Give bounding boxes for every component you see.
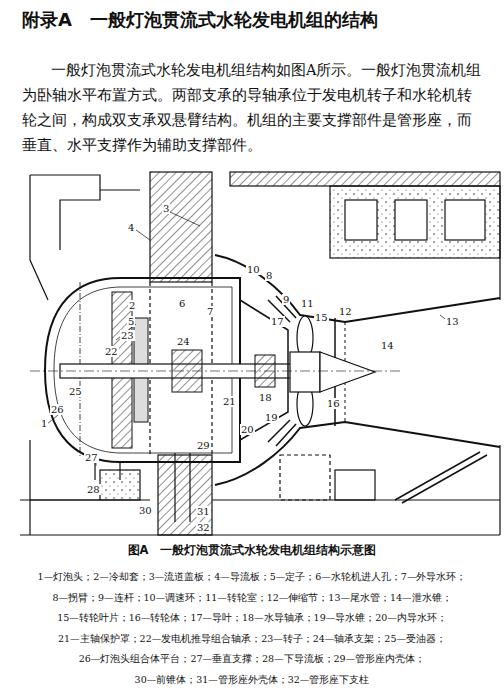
callout-number: 29 xyxy=(196,440,211,451)
leader-lines xyxy=(47,212,452,466)
callout-number: 15 xyxy=(314,312,329,323)
drawing-stroke xyxy=(335,470,375,500)
drawing-stroke xyxy=(170,212,200,226)
drawing-stroke xyxy=(499,186,500,535)
drawing-stroke xyxy=(215,422,500,485)
drawing-stroke xyxy=(47,415,58,424)
drawing-stroke xyxy=(150,172,212,282)
drawing-stroke xyxy=(330,186,500,258)
figure-caption: 图A 一般灯泡贯流式水轮发电机组结构示意图 xyxy=(0,543,504,558)
callout-number: 7 xyxy=(206,306,214,317)
callout-number: 26 xyxy=(50,404,65,415)
callout-number: 11 xyxy=(300,298,315,309)
legend-key-line: 26—灯泡头组合体平台；27—垂直支撑；28—下导流板；29—管形座内壳体； xyxy=(0,652,504,666)
callout-number: 4 xyxy=(127,222,135,233)
callout-number: 1 xyxy=(40,418,48,429)
callout-number: 28 xyxy=(86,484,101,495)
callout-number: 21 xyxy=(222,396,237,407)
drawing-stroke xyxy=(30,175,48,300)
drawing-stroke xyxy=(158,455,212,535)
legend-key-line: 15—转轮叶片；16—转轮体；17—导叶；18—水导轴承；19—导水锥；20—内… xyxy=(0,611,504,625)
callout-number: 3 xyxy=(162,203,170,214)
callout-number: 18 xyxy=(258,392,273,403)
callout-number: 25 xyxy=(68,386,83,397)
body-paragraph: 一般灯泡贯流式水轮发电机组结构如图A所示。一般灯泡贯流机组为卧轴水平布置方式。两… xyxy=(22,58,484,158)
callout-number: 22 xyxy=(104,346,119,357)
bulb-unit xyxy=(30,278,400,522)
callout-number: 8 xyxy=(265,270,273,281)
drawing-stroke xyxy=(240,300,288,440)
callout-number: 20 xyxy=(240,424,255,435)
drawing-stroke xyxy=(136,230,150,240)
callout-number: 12 xyxy=(338,306,353,317)
page-title: 附录A 一般灯泡贯流式水轮发电机组的结构 xyxy=(22,8,378,32)
callout-number: 13 xyxy=(445,316,460,327)
water-passage xyxy=(215,255,500,485)
callout-number: 6 xyxy=(178,298,186,309)
drawing-stroke xyxy=(230,172,500,186)
callout-number: 30 xyxy=(138,505,153,516)
callout-number: 9 xyxy=(282,294,290,305)
drawing-stroke xyxy=(30,371,400,372)
drawing-stroke xyxy=(445,200,485,240)
civil-structure xyxy=(20,172,500,535)
callout-number: 5 xyxy=(127,316,135,327)
callout-number: 10 xyxy=(246,264,261,275)
drawing-stroke xyxy=(30,440,100,535)
legend-key-line: 1—灯泡头；2—冷却套；3—流道盖板；4—导流板；5—定子；6—水轮机进人孔；7… xyxy=(0,570,504,584)
drawing-stroke xyxy=(30,175,100,250)
callout-number: 14 xyxy=(380,340,395,351)
drawing-stroke xyxy=(290,352,320,392)
legend-key-line: 30—前锥体；31—管形座外壳体；32—管形座下支柱 xyxy=(0,673,504,687)
callout-number: 16 xyxy=(326,398,341,409)
drawing-stroke xyxy=(95,453,190,522)
drawing-stroke xyxy=(320,352,375,392)
callout-number: 17 xyxy=(270,316,285,327)
callout-number: 31 xyxy=(196,506,211,517)
legend-key-line: 8—拐臂；9—连杆；10—调速环；11—转轮室；12—伸缩节；13—尾水管；14… xyxy=(0,591,504,605)
legend-key-line: 21—主轴保护罩；22—发电机推导组合轴承；23—转子；24—轴承支架；25—受… xyxy=(0,632,504,646)
drawing-stroke xyxy=(20,534,500,535)
callout-number: 27 xyxy=(84,452,99,463)
drawing-stroke xyxy=(280,455,330,500)
drawing-stroke xyxy=(100,189,140,190)
callout-number: 32 xyxy=(196,522,211,533)
drawing-stroke xyxy=(345,200,377,240)
callout-number: 23 xyxy=(120,330,135,341)
callout-number: 2 xyxy=(128,300,136,311)
drawing-stroke xyxy=(395,200,427,240)
drawing-stroke xyxy=(395,452,487,503)
callout-number: 19 xyxy=(264,412,279,423)
callout-number: 24 xyxy=(176,336,191,347)
